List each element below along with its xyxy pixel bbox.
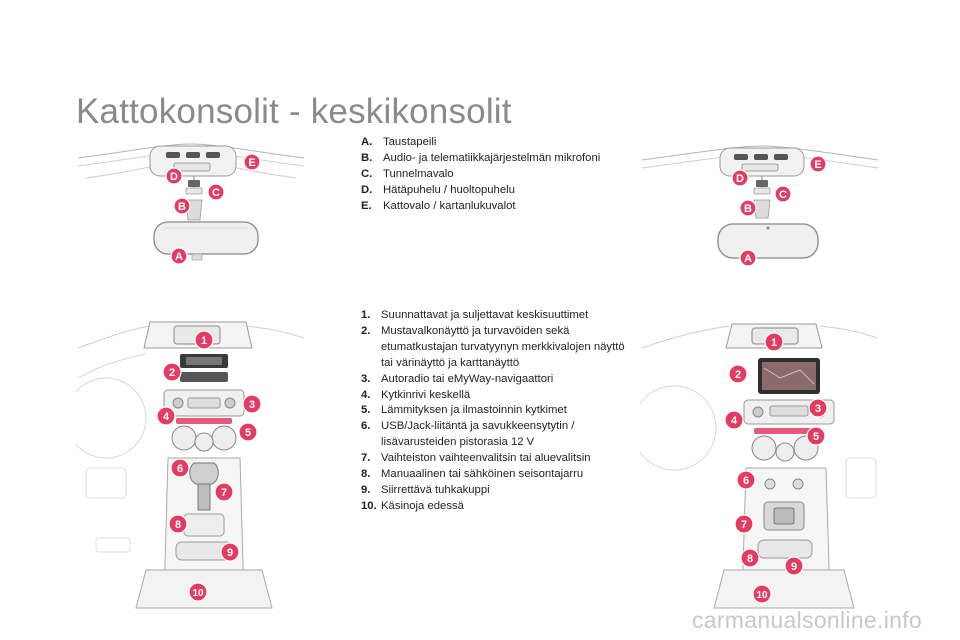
callout-a-right-icon: A xyxy=(739,249,757,267)
page-title: Kattokonsolit - keskikonsolit xyxy=(76,92,512,131)
svg-text:10: 10 xyxy=(192,588,204,599)
callout-b-right-icon: B xyxy=(739,199,757,217)
callout-8-right-icon: 8 xyxy=(740,548,760,568)
callout-5-right-icon: 5 xyxy=(806,426,826,446)
roof-console-figure-left: A B C D E xyxy=(76,130,306,280)
legend-item-1: 1.Suunnattavat ja suljettavat keskisuutt… xyxy=(361,309,589,321)
callout-3-icon: 3 xyxy=(242,394,262,414)
callout-2-icon: 2 xyxy=(162,362,182,382)
callout-9-icon: 9 xyxy=(220,542,240,562)
callout-7-icon: 7 xyxy=(214,482,234,502)
svg-text:8: 8 xyxy=(747,553,753,565)
legend-item-a: A.Taustapeili xyxy=(361,136,437,148)
svg-text:B: B xyxy=(744,203,752,215)
callout-1-icon: 1 xyxy=(194,330,214,350)
roof-console-legend: A.Taustapeili B.Audio- ja telematiikkajä… xyxy=(361,135,611,215)
center-console-figure-right: 1 2 3 4 5 6 7 8 9 10 xyxy=(640,308,880,613)
legend-item-c: C.Tunnelmavalo xyxy=(361,167,454,180)
callout-b-icon: B xyxy=(173,197,191,215)
callout-9-right-icon: 9 xyxy=(784,556,804,576)
legend-item-d: D.Hätäpuhelu / huoltopuhelu xyxy=(361,183,515,196)
center-console-figure-left: 1 2 3 4 5 6 7 8 9 10 xyxy=(76,308,306,613)
legend-item-10: 10.Käsinoja edessä xyxy=(361,499,464,512)
legend-item-8: 8.Manuaalinen tai sähköinen seisontajarr… xyxy=(361,468,584,481)
legend-item-7: 7.Vaihteiston vaihteenvalitsin tai aluev… xyxy=(361,452,591,465)
legend-item-6: 6.USB/Jack-liitäntä ja savukkeensytytin … xyxy=(361,420,575,449)
svg-text:3: 3 xyxy=(815,403,821,415)
legend-item-3: 3.Autoradio tai eMyWay-navigaattori xyxy=(361,372,554,385)
callout-c-icon: C xyxy=(207,183,225,201)
callout-5-icon: 5 xyxy=(238,422,258,442)
svg-text:10: 10 xyxy=(756,590,768,601)
legend-item-e: E.Kattovalo / kartanlukuvalot xyxy=(361,199,516,212)
svg-text:6: 6 xyxy=(177,463,183,475)
svg-text:E: E xyxy=(248,157,255,169)
svg-text:B: B xyxy=(178,201,186,213)
callout-c-right-icon: C xyxy=(774,185,792,203)
callout-3-right-icon: 3 xyxy=(808,398,828,418)
svg-text:7: 7 xyxy=(741,519,747,531)
watermark: carmanualsonline.info xyxy=(691,607,922,633)
roof-console-figure-right: A B C D E xyxy=(640,130,880,280)
callout-a-icon: A xyxy=(170,247,188,265)
legend-item-2: 2.Mustavalkonäyttö ja turvavöiden sekä e… xyxy=(361,324,625,369)
callout-7-right-icon: 7 xyxy=(734,514,754,534)
callout-10-icon: 10 xyxy=(188,582,208,602)
svg-text:2: 2 xyxy=(735,369,741,381)
svg-text:9: 9 xyxy=(227,547,233,559)
legend-item-b: B.Audio- ja telematiikkajärjestelmän mik… xyxy=(361,151,601,164)
callout-d-right-icon: D xyxy=(731,169,749,187)
svg-text:5: 5 xyxy=(813,431,819,443)
svg-text:1: 1 xyxy=(201,335,207,347)
center-console-legend: 1.Suunnattavat ja suljettavat keskisuutt… xyxy=(361,308,631,515)
svg-text:4: 4 xyxy=(731,415,738,427)
svg-text:7: 7 xyxy=(221,487,227,499)
callout-4-icon: 4 xyxy=(156,406,176,426)
callout-4-right-icon: 4 xyxy=(724,410,744,430)
legend-item-4: 4.Kytkinrivi keskellä xyxy=(361,388,471,401)
svg-text:A: A xyxy=(744,253,752,265)
svg-text:C: C xyxy=(779,189,787,201)
svg-text:D: D xyxy=(736,173,744,185)
svg-text:3: 3 xyxy=(249,399,255,411)
callout-6-right-icon: 6 xyxy=(736,470,756,490)
legend-item-5: 5.Lämmityksen ja ilmastoinnin kytkimet xyxy=(361,404,567,417)
svg-text:A: A xyxy=(175,251,183,263)
callout-2-right-icon: 2 xyxy=(728,364,748,384)
svg-text:9: 9 xyxy=(791,561,797,573)
callout-e-right-icon: E xyxy=(809,155,827,173)
callout-d-icon: D xyxy=(165,167,183,185)
svg-text:8: 8 xyxy=(175,519,181,531)
svg-text:2: 2 xyxy=(169,367,175,379)
callout-e-icon: E xyxy=(243,153,261,171)
svg-text:E: E xyxy=(814,159,821,171)
legend-item-9: 9.Siirrettävä tuhkakuppi xyxy=(361,483,490,496)
svg-text:6: 6 xyxy=(743,475,749,487)
callout-8-icon: 8 xyxy=(168,514,188,534)
svg-text:5: 5 xyxy=(245,427,251,439)
callout-6-icon: 6 xyxy=(170,458,190,478)
svg-text:C: C xyxy=(212,187,220,199)
svg-text:4: 4 xyxy=(163,411,170,423)
svg-text:1: 1 xyxy=(771,337,777,349)
svg-text:D: D xyxy=(170,171,178,183)
callout-1-right-icon: 1 xyxy=(764,332,784,352)
callout-10-right-icon: 10 xyxy=(752,584,772,604)
